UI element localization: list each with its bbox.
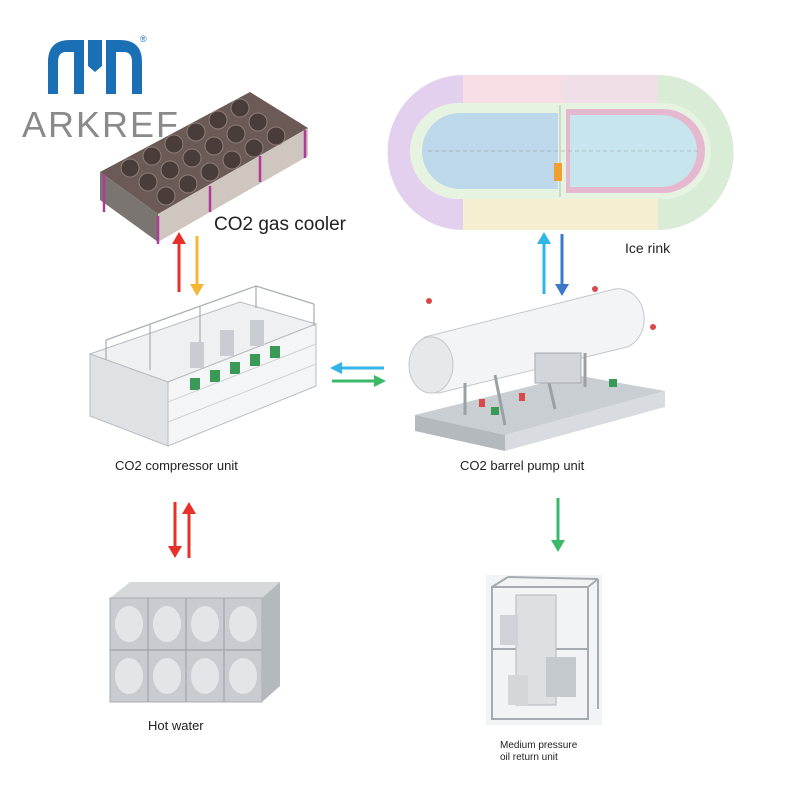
hot-water-tank-image (109, 582, 280, 703)
registered-mark: ® (140, 34, 147, 44)
compressor-label: CO2 compressor unit (115, 458, 238, 473)
logo-text: ARKREF (22, 104, 181, 145)
oil-return-label: Medium pressure oil return unit (500, 740, 577, 764)
arrow-up-red-icon-2 (182, 502, 196, 558)
compressor-unit-image (88, 285, 318, 447)
ice-rink-image (387, 75, 734, 230)
gas-cooler-image (100, 92, 308, 244)
arrow-up-red-icon (172, 232, 186, 292)
ice-rink-label: Ice rink (625, 240, 671, 256)
arrow-down-blue-icon (555, 234, 569, 296)
barrel-pump-unit-image (408, 286, 665, 451)
arrow-right-green-icon (332, 375, 386, 387)
hot-water-label: Hot water (148, 718, 204, 733)
gas-cooler-label: CO2 gas cooler (214, 214, 347, 235)
arrow-down-yellow-icon (190, 236, 204, 296)
oil-return-label-line1: Medium pressure (500, 740, 578, 751)
oil-return-label-line2: oil return unit (500, 752, 558, 763)
arrow-left-cyan-icon (330, 362, 384, 374)
arkref-logo-icon: ® (48, 34, 147, 94)
arrow-down-green-icon (551, 498, 565, 552)
barrel-pump-label: CO2 barrel pump unit (460, 458, 585, 473)
arrow-down-red-icon (168, 502, 182, 558)
oil-return-unit-image (486, 575, 602, 725)
arrow-up-cyan-icon (537, 232, 551, 294)
